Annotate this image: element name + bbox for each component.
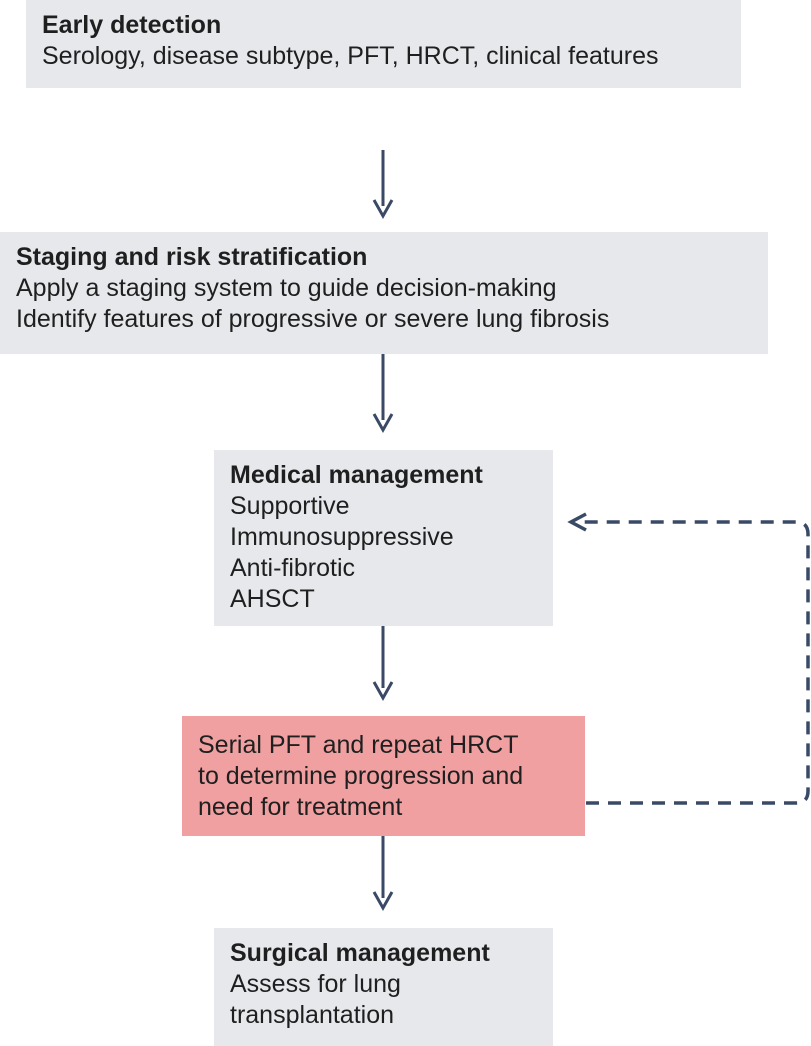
staging-text-1: Apply a staging system to guide decision… bbox=[16, 274, 557, 302]
medical-option-immunosuppressive: Immunosuppressive bbox=[230, 523, 454, 551]
arrow-serial-to-surgical bbox=[372, 836, 394, 912]
staging-box: Staging and risk stratification Apply a … bbox=[0, 232, 768, 354]
staging-title: Staging and risk stratification bbox=[16, 243, 368, 271]
medical-management-title: Medical management bbox=[230, 461, 483, 489]
serial-monitoring-text-1: Serial PFT and repeat HRCT bbox=[198, 731, 519, 759]
surgical-text-1: Assess for lung bbox=[230, 970, 401, 998]
arrow-medical-to-serial bbox=[372, 626, 394, 702]
serial-monitoring-box: Serial PFT and repeat HRCT to determine … bbox=[182, 716, 585, 836]
surgical-management-title: Surgical management bbox=[230, 939, 490, 967]
staging-text-2: Identify features of progressive or seve… bbox=[16, 305, 610, 333]
surgical-text-2: transplantation bbox=[230, 1001, 395, 1029]
early-detection-box: Early detection Serology, disease subtyp… bbox=[26, 0, 741, 88]
early-detection-title: Early detection bbox=[42, 11, 222, 39]
serial-monitoring-text-3: need for treatment bbox=[198, 793, 403, 821]
serial-monitoring-text-2: to determine progression and bbox=[198, 762, 524, 790]
medical-option-antifibrotic: Anti-fibrotic bbox=[230, 554, 356, 582]
surgical-management-box: Surgical management Assess for lung tran… bbox=[214, 928, 553, 1046]
medical-management-box: Medical management Supportive Immunosupp… bbox=[214, 450, 553, 626]
arrow-early-to-staging bbox=[372, 150, 394, 220]
arrow-staging-to-medical bbox=[372, 354, 394, 434]
early-detection-text: Serology, disease subtype, PFT, HRCT, cl… bbox=[42, 42, 659, 70]
medical-option-supportive: Supportive bbox=[230, 492, 350, 520]
feedback-loop-arrow bbox=[567, 512, 810, 805]
medical-option-ahsct: AHSCT bbox=[230, 585, 315, 613]
